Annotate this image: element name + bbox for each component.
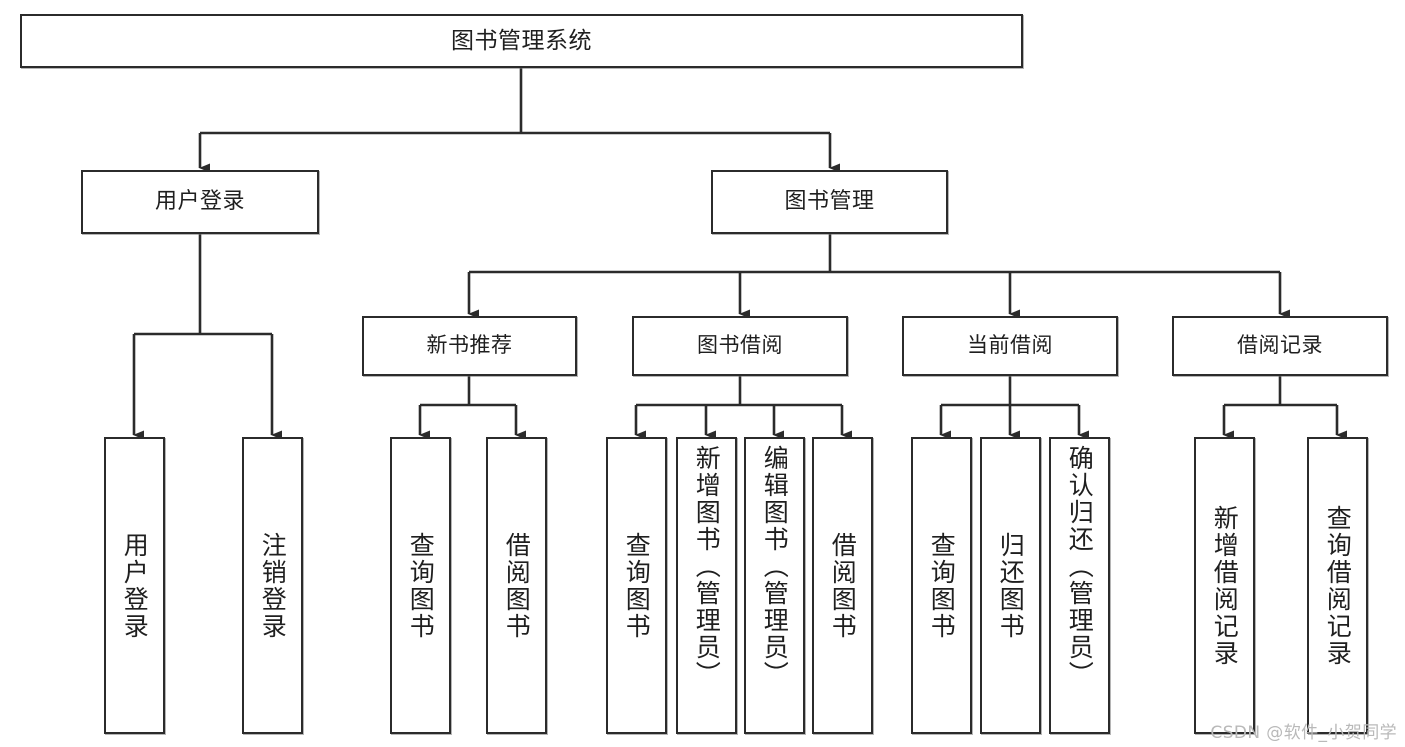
leaf-new-book-borrow-book[interactable]: 借阅图书: [486, 437, 547, 734]
node-label: 借阅图书: [828, 531, 858, 640]
node-label: 查询图书: [622, 531, 652, 640]
node-label: 图书借阅: [697, 333, 783, 358]
leaf-book-borrow-query-book[interactable]: 查询图书: [606, 437, 667, 734]
node-label: 用户登录: [154, 188, 245, 214]
csdn-watermark: CSDN @软件_小贺同学: [1210, 723, 1397, 743]
leaf-book-borrow-add-book-admin[interactable]: 新增图书（管理员）: [676, 437, 737, 734]
leaf-book-borrow-edit-book-admin[interactable]: 编辑图书（管理员）: [744, 437, 805, 734]
node-label: 借阅图书: [502, 531, 532, 640]
leaf-current-borrow-confirm-return-admin[interactable]: 确认归还（管理员）: [1049, 437, 1110, 734]
leaf-book-borrow-borrow-book[interactable]: 借阅图书: [812, 437, 873, 734]
node-label: 新增图书（管理员）: [692, 445, 722, 688]
leaf-new-book-query-book[interactable]: 查询图书: [390, 437, 451, 734]
node-label: 图书管理系统: [451, 27, 592, 54]
leaf-borrow-record-add-record[interactable]: 新增借阅记录: [1194, 437, 1255, 734]
node-label: 借阅记录: [1237, 333, 1323, 358]
node-label: 归还图书: [996, 531, 1026, 640]
leaf-borrow-record-query-record[interactable]: 查询借阅记录: [1307, 437, 1368, 734]
node-current-borrow[interactable]: 当前借阅: [902, 316, 1118, 376]
node-borrow-record[interactable]: 借阅记录: [1172, 316, 1388, 376]
node-label: 注销登录: [258, 531, 288, 640]
leaf-user-login-logout[interactable]: 注销登录: [242, 437, 303, 734]
leaf-current-borrow-return-book[interactable]: 归还图书: [980, 437, 1041, 734]
node-label: 查询图书: [927, 531, 957, 640]
node-root-book-management-system[interactable]: 图书管理系统: [20, 14, 1023, 68]
node-label: 新书推荐: [426, 333, 513, 358]
node-new-book-recommend[interactable]: 新书推荐: [362, 316, 577, 376]
node-label: 图书管理: [784, 188, 875, 214]
node-book-management[interactable]: 图书管理: [711, 170, 948, 234]
node-label: 编辑图书（管理员）: [760, 445, 790, 688]
node-label: 新增借阅记录: [1210, 504, 1240, 667]
node-book-borrow[interactable]: 图书借阅: [632, 316, 848, 376]
node-label: 查询图书: [406, 531, 436, 640]
node-label: 当前借阅: [967, 333, 1053, 358]
node-label: 查询借阅记录: [1323, 504, 1353, 667]
node-user-login[interactable]: 用户登录: [81, 170, 319, 234]
node-label: 确认归还（管理员）: [1065, 445, 1095, 688]
leaf-current-borrow-query-book[interactable]: 查询图书: [911, 437, 972, 734]
leaf-user-login-login[interactable]: 用户登录: [104, 437, 165, 734]
node-label: 用户登录: [120, 531, 150, 640]
